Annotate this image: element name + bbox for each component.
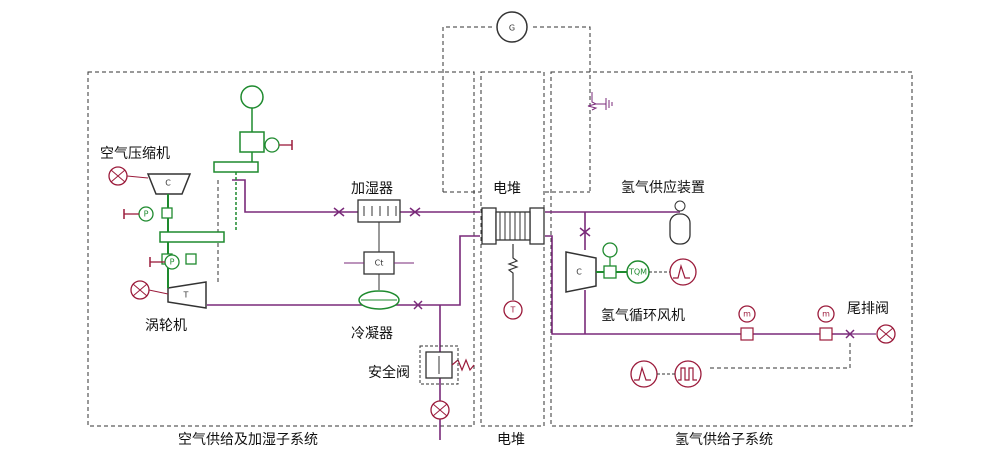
humidifier-valve-left-icon[interactable] [333,207,345,217]
recirc-compressor-glyph: C [576,268,582,277]
subsystem-label-air: 空气供给及加湿子系统 [178,432,318,448]
stack-temperature-sensor-icon[interactable]: T [503,244,523,320]
purge-valve-icon[interactable] [845,329,876,339]
flow-glyph-2: m [822,310,830,319]
compressor-pressure-gauge-icon[interactable]: P [123,206,154,222]
hydrogen-recirc-compressor-icon[interactable]: C [565,251,597,293]
recirc-motor-icon[interactable]: TQM [596,242,650,284]
recirc-signal-generator-icon[interactable] [649,258,697,286]
label-condenser: 冷凝器 [351,326,393,342]
purge-wave-source-icon[interactable] [630,360,658,388]
pressure-glyph-1: P [144,210,149,219]
label-turbine: 涡轮机 [145,318,187,334]
condenser-valve-icon[interactable] [413,300,423,310]
pressure-glyph-2: P [170,258,175,267]
signal-line-top-left [442,26,492,192]
fuel-cell-stack-icon[interactable] [481,207,545,245]
signal-line-top-right [533,26,591,192]
compressor-glyph: C [165,179,171,188]
purge-outlet-sensor-icon[interactable] [876,324,896,344]
stack-subsystem-frame [480,71,545,427]
recirc-valve-icon[interactable] [579,227,591,237]
humidifier-icon[interactable] [357,199,401,223]
tqm-glyph: TQM [628,268,647,277]
hydrogen-supply-tank-icon[interactable] [669,200,691,245]
generator-icon[interactable]: G [496,11,528,43]
condenser-icon[interactable] [358,290,400,310]
temperature-glyph: T [510,306,516,315]
motor-speed-gauge-icon[interactable] [264,137,293,153]
safety-valve-icon[interactable] [419,345,475,385]
label-safety-valve: 安全阀 [368,364,410,381]
label-stack: 电堆 [493,181,521,197]
turbine-inlet-sensor-icon[interactable] [130,280,169,300]
motor-sensor-icon[interactable] [239,85,265,162]
subsystem-label-stack: 电堆 [497,432,525,448]
compressor-inlet-sensor-icon[interactable] [108,166,149,186]
shaft-assembly [159,161,259,288]
label-hydrogen-recirc-fan: 氢气循环风机 [601,308,685,324]
flow-sensor-2-icon[interactable]: m [817,305,835,341]
subsystem-label-hydrogen: 氢气供给子系统 [675,432,773,448]
ct-mixer-icon[interactable]: Ct [344,222,414,290]
air-compressor-icon[interactable]: C [146,173,192,195]
exhaust-return-pipe [207,235,480,306]
label-hydrogen-supply: 氢气供应装置 [621,179,705,196]
air-subsystem-frame [87,71,475,427]
generator-glyph: G [509,24,515,33]
turbine-pressure-gauge-icon[interactable]: P [149,254,180,270]
ground-icon [587,92,613,111]
humidifier-valve-right-icon[interactable] [409,207,421,217]
hydrogen-outlet-pipe [545,235,850,335]
purge-pulse-source-icon[interactable] [657,360,702,388]
turbine-glyph: T [183,291,189,300]
flow-sensor-1-icon[interactable]: m [738,305,756,341]
safety-valve-outlet-sensor-icon[interactable] [430,400,450,420]
label-air-compressor: 空气压缩机 [100,146,170,162]
flow-glyph-1: m [743,310,751,319]
ct-glyph: Ct [375,259,384,268]
turbine-icon[interactable]: T [167,281,207,309]
label-purge-valve: 尾排阀 [847,301,889,317]
hydrogen-subsystem-frame [550,71,913,427]
label-humidifier: 加湿器 [351,181,393,197]
